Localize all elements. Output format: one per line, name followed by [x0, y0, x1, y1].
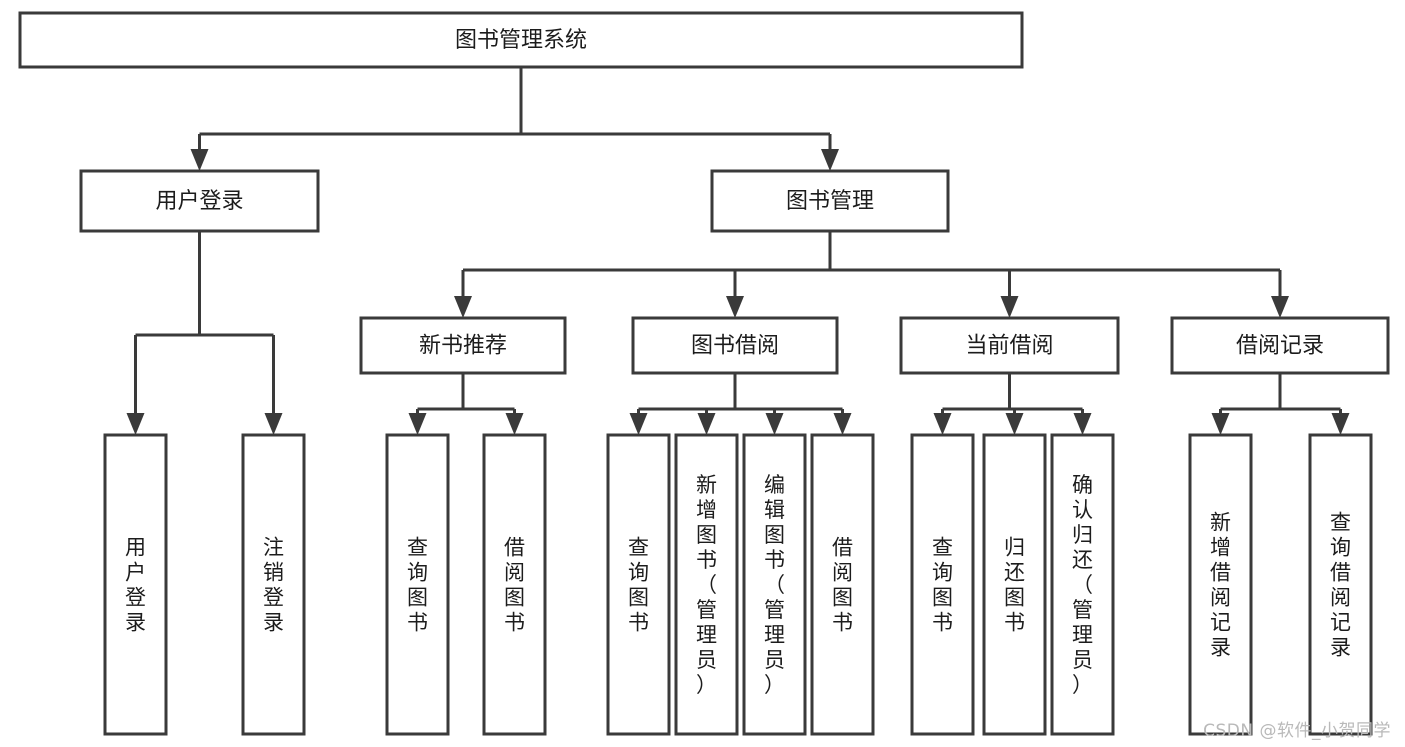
arrow-head-icon: [264, 413, 283, 435]
arrow-head-icon: [1271, 296, 1289, 318]
arrow-head-icon: [408, 413, 427, 435]
node-leaf-9[interactable]: 归还图书: [982, 433, 1047, 736]
node-box[interactable]: [103, 433, 168, 736]
node-label: 借阅记录: [1236, 334, 1324, 359]
node-level3-2[interactable]: 当前借阅: [899, 316, 1120, 375]
arrow-head-icon: [1005, 413, 1024, 435]
node-label: 用户登录: [125, 536, 146, 635]
node-label: 借阅图书: [504, 536, 525, 635]
arrow-head-icon: [1000, 296, 1019, 318]
arrow-head-icon: [629, 413, 648, 435]
node-leaf-6[interactable]: 编辑图书（管理员）: [742, 433, 807, 736]
arrow-head-icon: [697, 413, 716, 435]
arrow-head-icon: [765, 413, 784, 435]
node-label: 新增借阅记录: [1210, 511, 1231, 660]
arrow-head-icon: [190, 149, 209, 171]
arrow-head-icon: [505, 413, 524, 435]
arrow-head-icon: [1073, 413, 1092, 435]
node-box[interactable]: [1308, 433, 1373, 736]
node-box[interactable]: [1050, 433, 1115, 736]
node-box[interactable]: [79, 169, 320, 233]
node-leaf-11[interactable]: 新增借阅记录: [1188, 433, 1253, 736]
node-box[interactable]: [674, 433, 739, 736]
node-box[interactable]: [982, 433, 1047, 736]
node-label: 查询图书: [407, 536, 428, 635]
node-leaf-7[interactable]: 借阅图书: [810, 433, 875, 736]
node-leaf-4[interactable]: 查询图书: [606, 433, 671, 736]
node-leaf-1[interactable]: 注销登录: [241, 433, 306, 736]
arrow-head-icon: [1211, 413, 1230, 435]
node-label: 新书推荐: [419, 334, 507, 359]
arrow-head-icon: [933, 413, 952, 435]
node-label: 查询借阅记录: [1330, 511, 1351, 660]
node-box[interactable]: [810, 433, 875, 736]
node-label: 当前借阅: [965, 334, 1053, 359]
node-leaf-12[interactable]: 查询借阅记录: [1308, 433, 1373, 736]
node-level3-3[interactable]: 借阅记录: [1170, 316, 1390, 375]
node-box[interactable]: [385, 433, 450, 736]
node-box[interactable]: [1188, 433, 1253, 736]
node-box[interactable]: [710, 169, 950, 233]
node-label: 用户登录: [155, 189, 243, 214]
node-level2-1[interactable]: 图书管理: [710, 169, 950, 233]
node-box[interactable]: [631, 316, 839, 375]
node-leaf-5[interactable]: 新增图书（管理员）: [674, 433, 739, 736]
node-box[interactable]: [18, 11, 1024, 69]
node-box[interactable]: [359, 316, 567, 375]
node-box[interactable]: [742, 433, 807, 736]
node-level3-0[interactable]: 新书推荐: [359, 316, 567, 375]
arrow-head-icon: [821, 149, 839, 171]
node-label: 查询图书: [932, 536, 953, 635]
node-label: 查询图书: [628, 536, 649, 635]
node-box[interactable]: [899, 316, 1120, 375]
arrow-head-icon: [833, 413, 852, 435]
node-leaf-8[interactable]: 查询图书: [910, 433, 975, 736]
node-leaf-10[interactable]: 确认归还（管理员）: [1050, 433, 1115, 736]
node-box[interactable]: [241, 433, 306, 736]
node-box[interactable]: [482, 433, 547, 736]
arrow-head-icon: [726, 296, 744, 318]
connector-lines: [126, 67, 1350, 435]
node-leaf-0[interactable]: 用户登录: [103, 433, 168, 736]
node-level2-0[interactable]: 用户登录: [79, 169, 320, 233]
node-leaf-2[interactable]: 查询图书: [385, 433, 450, 736]
node-label: 确认归还（管理员）: [1072, 473, 1093, 697]
node-box[interactable]: [1170, 316, 1390, 375]
node-label: 图书管理系统: [455, 28, 587, 53]
node-boxes: 图书管理系统用户登录图书管理新书推荐图书借阅当前借阅借阅记录用户登录注销登录查询…: [18, 11, 1390, 736]
node-label: 借阅图书: [832, 536, 853, 635]
node-leaf-3[interactable]: 借阅图书: [482, 433, 547, 736]
node-box[interactable]: [910, 433, 975, 736]
node-label: 注销登录: [263, 536, 284, 635]
node-label: 编辑图书（管理员）: [764, 473, 785, 697]
arrow-head-icon: [126, 413, 145, 435]
node-label: 新增图书（管理员）: [696, 473, 717, 697]
node-label: 归还图书: [1004, 536, 1025, 635]
node-root-0[interactable]: 图书管理系统: [18, 11, 1024, 69]
node-box[interactable]: [606, 433, 671, 736]
arrow-head-icon: [454, 296, 472, 318]
node-level3-1[interactable]: 图书借阅: [631, 316, 839, 375]
arrow-head-icon: [1331, 413, 1350, 435]
node-label: 图书借阅: [691, 334, 779, 359]
node-label: 图书管理: [786, 189, 874, 214]
